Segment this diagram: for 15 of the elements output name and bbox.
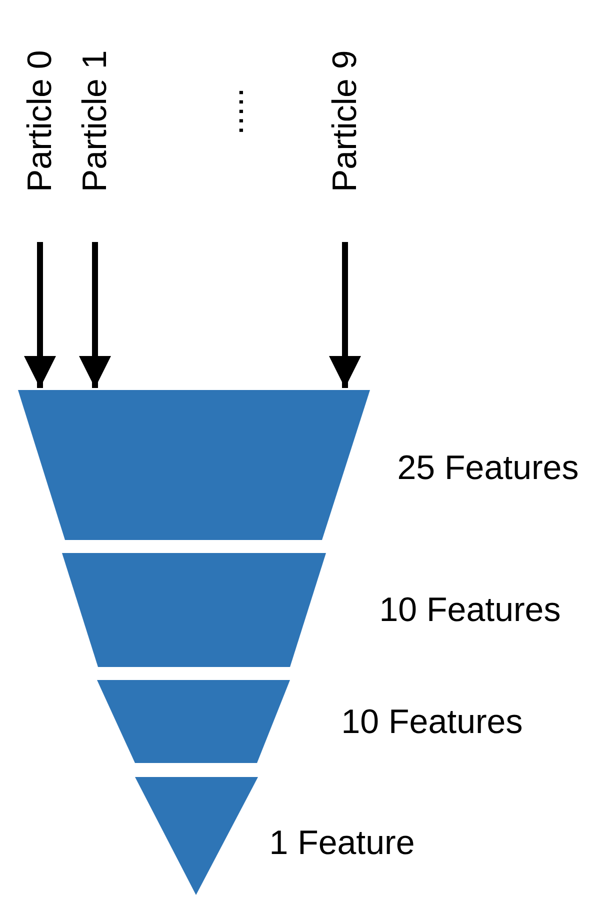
funnel-layer bbox=[62, 553, 326, 667]
layer-size-label: 25 Features bbox=[397, 451, 579, 485]
layer-size-label: 1 Feature bbox=[269, 826, 415, 860]
particle-label: Particle 0 bbox=[23, 50, 57, 192]
particle-label: Particle 1 bbox=[78, 50, 112, 192]
funnel-layer bbox=[97, 680, 290, 763]
layer-size-label: 10 Features bbox=[379, 593, 561, 627]
funnel-tip-layer bbox=[135, 777, 258, 895]
funnel-layer bbox=[18, 390, 370, 540]
arrow bbox=[24, 242, 56, 388]
layer-size-label: 10 Features bbox=[341, 705, 523, 739]
arrow bbox=[329, 242, 361, 388]
arrow bbox=[79, 242, 111, 388]
particle-label: Particle 9 bbox=[328, 50, 362, 192]
ellipsis-label: ..... bbox=[215, 88, 249, 135]
